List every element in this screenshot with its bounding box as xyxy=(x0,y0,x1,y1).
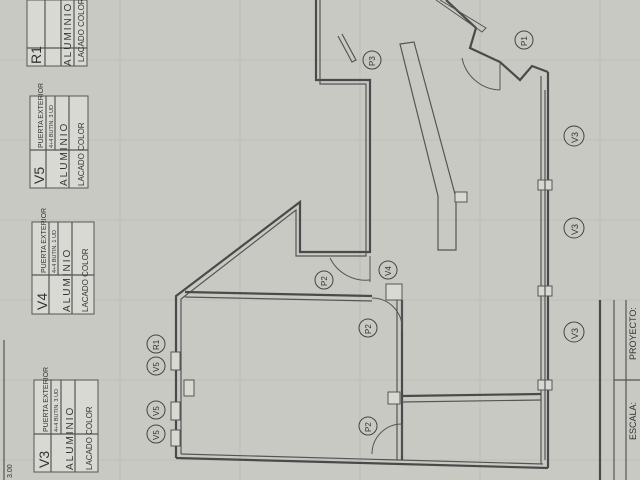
element-tags: P3 P1 P2 V4 P2 P2 V3 V3 V3 R1 V5 V5 V5 xyxy=(146,30,585,444)
legend-v4-material: ALUMINIO xyxy=(62,248,73,312)
legend-v3-title: PUERTA EXTERIOR xyxy=(43,367,50,432)
counter-block xyxy=(337,33,468,251)
legend-r1-code: R1 xyxy=(28,46,44,64)
tag-p1: P1 xyxy=(520,36,529,46)
tag-v5-b: V5 xyxy=(152,406,161,416)
legend-v5-units: 4+4 BUTIN. 3 UD xyxy=(49,105,55,148)
legend-v5-finish: LACADO COLOR xyxy=(77,122,86,186)
legend-v3-code: V3 xyxy=(36,451,52,468)
legend-v4-code: V4 xyxy=(34,293,50,310)
legend-r1: R1 ALUMINIO LACADO COLOR xyxy=(26,0,88,67)
legend-v5-material: ALUMINIO xyxy=(59,122,70,186)
title-block-escala: ESCALA: xyxy=(628,402,638,440)
legend-v4-finish: LACADO COLOR xyxy=(81,248,90,312)
legend-r1-finish: LACADO COLOR xyxy=(77,0,86,62)
tag-r1: R1 xyxy=(152,339,161,350)
legend-v3: V3 PUERTA EXTERIOR 4+4 BUTIN. 3 UD ALUMI… xyxy=(33,367,99,473)
tag-v5-a: V5 xyxy=(152,362,161,372)
title-block-proyecto: PROYECTO: xyxy=(628,307,638,360)
legend-v4-units: 4+4 BUTIN. 1 UD xyxy=(52,230,58,273)
title-block: PROYECTO: ESCALA: xyxy=(598,300,640,480)
tag-p2-a: P2 xyxy=(320,276,329,286)
tag-v4: V4 xyxy=(384,266,393,276)
dimension-line: 3.00 xyxy=(3,340,14,480)
legend-v4-title: PUERTA EXTERIOR xyxy=(41,208,48,273)
tag-v3-c: V3 xyxy=(570,328,580,339)
legend-v5-code: V5 xyxy=(31,167,47,184)
tag-v3-a: V3 xyxy=(570,132,580,143)
tag-v3-b: V3 xyxy=(570,224,580,235)
legend-v3-material: ALUMINIO xyxy=(65,406,76,470)
dimension-label: 3.00 xyxy=(7,464,14,478)
legend-r1-material: ALUMINIO xyxy=(63,2,74,66)
legend-v3-finish: LACADO COLOR xyxy=(85,406,94,470)
legend-v4: V4 PUERTA EXTERIOR 4+4 BUTIN. 1 UD ALUMI… xyxy=(31,208,95,315)
tag-p3: P3 xyxy=(368,56,377,66)
tag-v5-c: V5 xyxy=(152,430,161,440)
tag-p2-b: P2 xyxy=(364,324,373,334)
tag-p2-c: P2 xyxy=(364,422,373,432)
legend-v5: V5 PUERTA EXTERIOR 4+4 BUTIN. 3 UD ALUMI… xyxy=(29,83,89,189)
door-swings xyxy=(329,0,501,456)
building-walls xyxy=(170,0,553,470)
legend-v3-units: 4+4 BUTIN. 3 UD xyxy=(54,389,60,432)
legend-v5-title: PUERTA EXTERIOR xyxy=(38,83,45,148)
